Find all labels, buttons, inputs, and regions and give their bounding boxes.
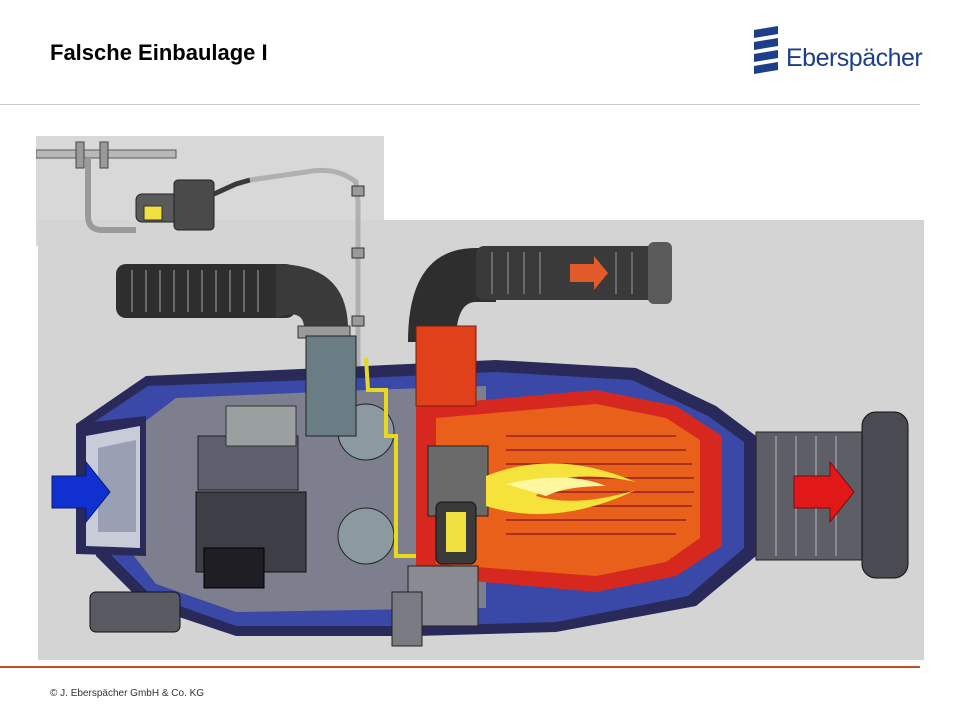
combustion-chamber: [415, 325, 722, 592]
flame: [486, 463, 636, 515]
copyright-footer: © J. Eberspächer GmbH & Co. KG: [50, 688, 205, 699]
fuel-pipe-assembly: [36, 141, 365, 386]
eberspaecher-logo: Eberspächer: [752, 26, 927, 78]
footer-divider: [0, 666, 920, 668]
intake-hose: [116, 264, 351, 339]
air-inlet-arrow: [51, 460, 111, 524]
logo-wordmark: Eberspächer: [786, 44, 923, 72]
slide-title: Falsche Einbaulage I: [50, 40, 268, 65]
hot-air-outlet-arrow: [793, 460, 855, 524]
header-divider: [0, 104, 920, 105]
heater-cutaway-illustration: [36, 136, 924, 660]
exhaust-hose: [408, 242, 672, 342]
glow-plug-and-pump: [89, 501, 479, 647]
air-intake-cone: [76, 416, 146, 556]
eberspaecher-logo-mark: [754, 26, 778, 74]
